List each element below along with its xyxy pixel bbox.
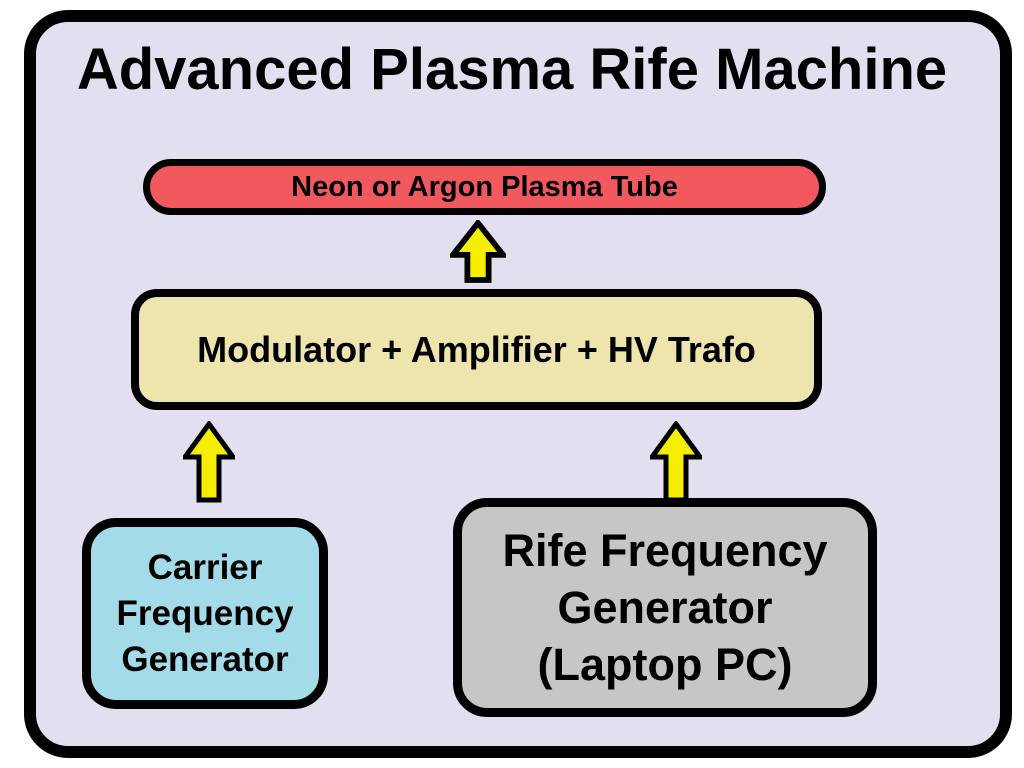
node-carrier-label-line1: Carrier bbox=[147, 547, 263, 587]
node-modulator: Modulator + Amplifier + HV Trafo bbox=[131, 289, 822, 410]
node-rife-frequency-generator: Rife Frequency Generator (Laptop PC) bbox=[453, 498, 877, 717]
up-arrow-icon bbox=[446, 218, 510, 288]
up-arrow-icon bbox=[647, 419, 705, 508]
up-arrow-icon bbox=[180, 419, 238, 508]
node-modulator-label: Modulator + Amplifier + HV Trafo bbox=[197, 328, 756, 370]
node-plasma-tube-label: Neon or Argon Plasma Tube bbox=[291, 170, 678, 203]
node-plasma-tube: Neon or Argon Plasma Tube bbox=[143, 159, 826, 215]
node-rife-label-line3: (Laptop PC) bbox=[537, 639, 793, 690]
page-title: Advanced Plasma Rife Machine bbox=[76, 37, 948, 102]
node-carrier-label-line2: Frequency bbox=[116, 593, 294, 633]
node-rife-label-line2: Generator bbox=[557, 582, 773, 633]
node-carrier-label-line3: Generator bbox=[121, 639, 289, 679]
node-carrier-frequency-generator: Carrier Frequency Generator bbox=[82, 518, 328, 709]
node-rife-label-line1: Rife Frequency bbox=[502, 525, 828, 576]
